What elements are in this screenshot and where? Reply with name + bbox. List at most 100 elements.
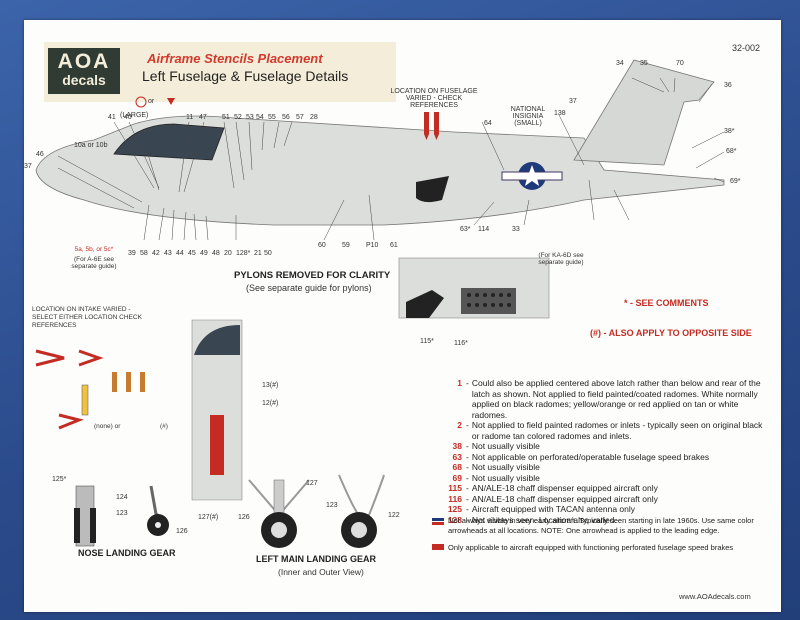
callout-51: 51 bbox=[222, 114, 230, 121]
callout-127-main: 127 bbox=[306, 480, 318, 487]
main-gear-title: LEFT MAIN LANDING GEAR bbox=[256, 554, 376, 564]
callout-42: 42 bbox=[152, 250, 160, 257]
comment-number: 38 bbox=[452, 441, 462, 451]
callout-126-main: 126 bbox=[238, 514, 250, 521]
comment-text: Could also be applied centered above lat… bbox=[471, 378, 761, 420]
comments-list: 1 - Could also be applied centered above l… bbox=[432, 378, 772, 525]
comment-text: Not applied to field painted radomes or … bbox=[471, 420, 763, 441]
callout-43: 43 bbox=[164, 250, 172, 257]
callout-46: 46 bbox=[36, 151, 44, 158]
comment-number: 63 bbox=[452, 451, 462, 462]
aoa-logo: AOA decals bbox=[48, 48, 120, 94]
a6e-guide-note: (For A-6E see separate guide) bbox=[71, 256, 117, 270]
comment-number: 68 bbox=[452, 462, 462, 472]
callout-38: 38* bbox=[724, 128, 735, 135]
national-insignia-label: NATIONAL INSIGNIA (SMALL) bbox=[510, 106, 546, 127]
comment-number: 69 bbox=[452, 472, 462, 483]
callout-p10: P10 bbox=[366, 242, 379, 249]
callout-52: 52 bbox=[234, 114, 242, 121]
arrow-legend: Not always visible in very early aircraf… bbox=[448, 516, 754, 535]
callout-57: 57 bbox=[296, 114, 304, 121]
callout-68: 68* bbox=[726, 148, 737, 155]
callout-21: 21 bbox=[254, 250, 262, 257]
callout-56: 56 bbox=[282, 114, 290, 121]
callout-53: 53 bbox=[246, 114, 254, 121]
callout-11: 11 bbox=[186, 114, 194, 121]
comment-item: 2-Not applied to field painted radomes o… bbox=[432, 420, 772, 441]
comment-dash: - bbox=[466, 451, 469, 462]
comment-text: AN/ALE-18 chaff dispenser equipped aircr… bbox=[471, 483, 658, 493]
tail-fin-shape bbox=[573, 59, 715, 166]
comment-text: Not usually visible bbox=[471, 441, 540, 451]
callout-59: 59 bbox=[342, 242, 350, 249]
callout-48: 48 bbox=[212, 250, 220, 257]
airframe-drawing bbox=[35, 59, 725, 550]
callout-123-main: 123 bbox=[326, 502, 338, 509]
comment-dash: - bbox=[466, 472, 469, 483]
or-label: or bbox=[148, 98, 155, 105]
callout-116: 116* bbox=[454, 340, 468, 347]
intake-location-note: LOCATION ON INTAKE VARIED - SELECT EITHE… bbox=[32, 306, 142, 329]
callout-12: 12(#) bbox=[262, 400, 279, 407]
large-label: (LARGE) bbox=[120, 112, 149, 119]
callout-123: 123 bbox=[116, 510, 128, 517]
main-gear-subtitle: (Inner and Outer View) bbox=[278, 567, 364, 577]
callout-13: 13(#) bbox=[262, 382, 279, 389]
comment-dash: - bbox=[466, 441, 469, 451]
callout-47: 47 bbox=[199, 114, 207, 121]
intake-detail bbox=[191, 319, 243, 501]
pylons-subtitle: (See separate guide for pylons) bbox=[246, 283, 372, 293]
opposite-side-note: (#) - ALSO APPLY TO OPPOSITE SIDE bbox=[590, 328, 752, 338]
location-note: LOCATION ON FUSELAGE VARIED - CHECK REFE… bbox=[390, 88, 478, 109]
comment-dash: - bbox=[466, 483, 469, 493]
callout-33: 33 bbox=[512, 226, 520, 233]
callout-64: 64 bbox=[484, 120, 492, 127]
callout-69: 69* bbox=[730, 178, 741, 185]
page-subtitle: Left Fuselage & Fuselage Details bbox=[142, 68, 349, 84]
comment-text: Not always seen. Location also varied. bbox=[471, 514, 617, 525]
callout-37-left: 37 bbox=[24, 163, 32, 170]
comment-item: 125-Aircraft equipped with TACAN antenna… bbox=[432, 504, 772, 515]
none-or-label: (none) or bbox=[94, 423, 121, 430]
comment-dash: - bbox=[466, 514, 469, 525]
callout-37: 37 bbox=[569, 98, 577, 105]
callout-127: 127(#) bbox=[198, 514, 219, 521]
brake-legend: Only applicable to aircraft equipped wit… bbox=[448, 543, 734, 552]
comment-dash: - bbox=[466, 504, 469, 514]
callout-114: 114 bbox=[478, 226, 490, 233]
callout-115: 115* bbox=[420, 338, 434, 345]
comment-number: 125 bbox=[447, 504, 462, 514]
callout-10: 10a or 10b bbox=[74, 142, 108, 149]
page-title: Airframe Stencils Placement bbox=[147, 51, 323, 66]
canopy-shape bbox=[113, 123, 225, 161]
callout-122: 122 bbox=[388, 512, 400, 519]
decal-sheet: AOA decals Airframe Stencils Placement L… bbox=[24, 20, 781, 612]
comment-number: 128 bbox=[447, 514, 462, 525]
callout-41: 41 bbox=[108, 114, 116, 121]
callout-126: 126 bbox=[176, 528, 188, 535]
callout-49: 49 bbox=[200, 250, 208, 257]
callout-70: 70 bbox=[676, 60, 684, 67]
callout-128: 128* bbox=[236, 250, 251, 257]
comment-text: Not usually visible bbox=[471, 472, 540, 483]
sheet-code: 32-002 bbox=[732, 43, 761, 53]
callout-55: 55 bbox=[268, 114, 276, 121]
intake-shape bbox=[416, 176, 449, 203]
callout-36: 36 bbox=[724, 82, 732, 89]
callout-125: 125* bbox=[52, 476, 67, 483]
comment-text: AN/ALE-18 chaff dispenser equipped aircr… bbox=[471, 493, 658, 504]
comment-item: 128-Not always seen. Location also varie… bbox=[432, 515, 772, 526]
callout-61: 61 bbox=[390, 242, 398, 249]
website-footer: www.AOAdecals.com bbox=[679, 592, 751, 601]
comment-text: Not usually visible bbox=[471, 462, 540, 472]
comment-item: 68-Not usually visible bbox=[432, 462, 772, 473]
comment-number: 2 bbox=[457, 420, 462, 430]
comment-item: 115-AN/ALE-18 chaff dispenser equipped a… bbox=[432, 483, 772, 494]
ka6d-guide-note: (For KA-6D see separate guide) bbox=[538, 252, 584, 266]
comment-item: 63-Not applicable on perforated/operatab… bbox=[432, 452, 772, 463]
callout-50: 50 bbox=[264, 250, 272, 257]
callout-138: 138 bbox=[554, 110, 566, 117]
callout-20: 20 bbox=[224, 250, 232, 257]
comment-text: Aircraft equipped with TACAN antenna onl… bbox=[471, 504, 636, 514]
comment-number: 1 bbox=[457, 378, 462, 388]
